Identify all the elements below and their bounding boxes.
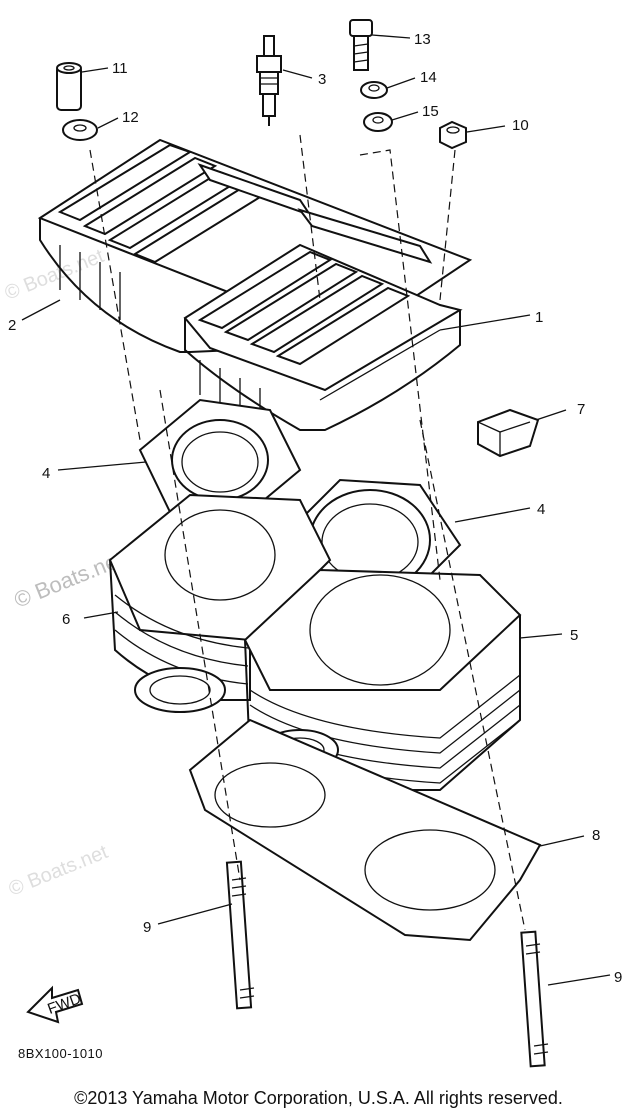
- nut-part: [439, 120, 467, 150]
- small-block-part: [477, 408, 540, 458]
- callout-3: 3: [318, 71, 326, 88]
- callout-10: 10: [512, 117, 529, 134]
- cylinder-head-front: [183, 243, 463, 431]
- callout-7: 7: [577, 401, 585, 418]
- head-gasket-rear: [138, 398, 302, 522]
- collar-part: [56, 62, 82, 111]
- callout-14: 14: [420, 69, 437, 86]
- callout-4: 4: [537, 501, 545, 518]
- callout-6: 6: [62, 611, 70, 628]
- spark-plug-part: [256, 35, 282, 126]
- callout-1: 1: [535, 309, 543, 326]
- cylinder-exploded-diagram: © Boats.net © Boats.net © Boats.net © Bo…: [2, 19, 622, 1068]
- callout-8: 8: [592, 827, 600, 844]
- copyright-notice: ©2013 Yamaha Motor Corporation, U.S.A. A…: [74, 1088, 563, 1108]
- diagram-part-code: 8BX100-1010: [18, 1046, 104, 1061]
- callout-9: 9: [143, 919, 151, 936]
- nut-part: [360, 81, 388, 99]
- watermark-faint: © Boats.net: [6, 841, 112, 901]
- callout-2: 2: [8, 317, 16, 334]
- washer-part: [62, 119, 98, 141]
- forward-arrow-icon: FWD: [26, 985, 83, 1024]
- watermark-faint: © Boats.net: [2, 245, 108, 305]
- watermark: © Boats.net: [11, 546, 127, 612]
- cylinder-rear: [108, 493, 332, 713]
- callout-15: 15: [422, 103, 439, 120]
- callout-5: 5: [570, 627, 578, 644]
- callout-12: 12: [122, 109, 139, 126]
- callout-13: 13: [414, 31, 431, 48]
- callout-11: 11: [112, 60, 128, 77]
- stud-bolt-left: [225, 860, 255, 1010]
- bolt-part: [349, 19, 373, 71]
- base-gasket: [188, 718, 542, 942]
- callout-4: 4: [42, 465, 50, 482]
- washer-part: [363, 112, 393, 132]
- stud-bolt-right: [520, 930, 549, 1068]
- callout-9: 9: [614, 969, 622, 986]
